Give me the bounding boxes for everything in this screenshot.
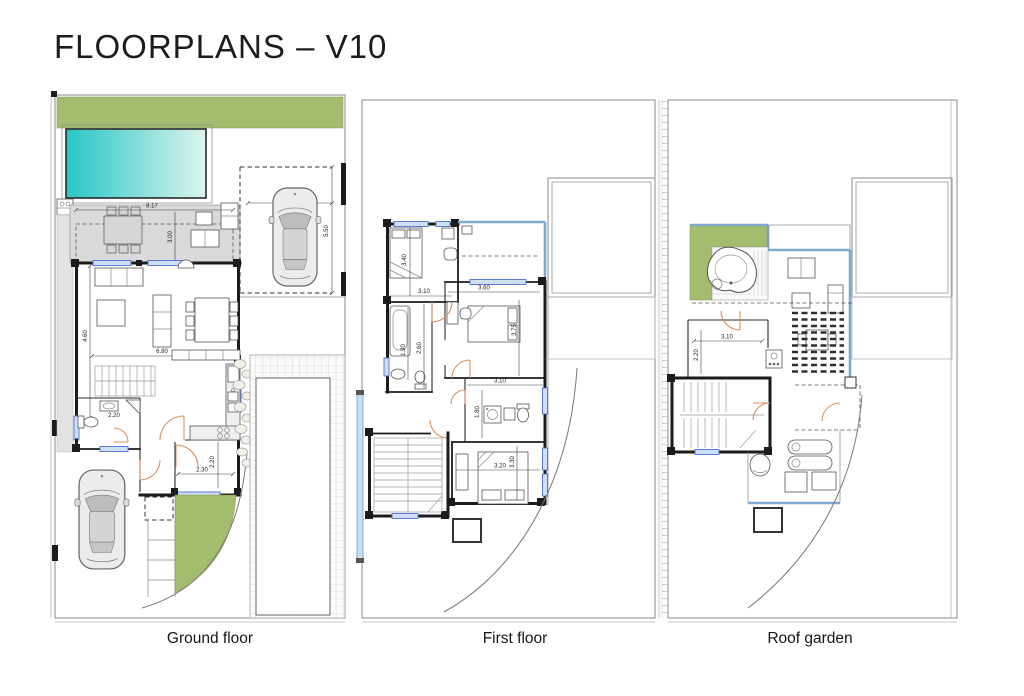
balcony: [444, 220, 549, 505]
car-icon: [74, 469, 130, 570]
dim-label: 3.10: [418, 289, 430, 295]
planter-box: [452, 518, 482, 543]
dim-label: 4.60: [83, 330, 89, 342]
dim-label: 2.30: [196, 468, 208, 474]
toilet-icon: [516, 403, 530, 423]
roof-hall: 3.10 2.20: [687, 310, 783, 378]
dim-label: 2.20: [210, 456, 216, 468]
stone-path: [232, 359, 253, 468]
sink-icon: [503, 407, 516, 421]
chair: [443, 247, 458, 261]
dining-table: [185, 297, 239, 343]
terrace-edge: [690, 223, 852, 383]
bedroom-1: 3.40 3.10: [383, 219, 460, 304]
dim-label: 2.20: [108, 413, 120, 419]
deck-table: [784, 471, 808, 493]
hob-icon: [217, 427, 230, 439]
jacuzzi-icon: [707, 246, 757, 293]
deck-table: [811, 471, 837, 491]
dim-label: 1.80: [475, 406, 481, 418]
staircase: [667, 374, 772, 455]
jacuzzi-deck: [707, 246, 769, 301]
bed-icon: [389, 227, 423, 279]
toilet-icon: [77, 415, 99, 429]
tiled-patio: [240, 296, 346, 619]
dim-label: 2.60: [417, 342, 423, 354]
boundary-glass-screen: [356, 390, 364, 563]
toilet-icon: [414, 370, 427, 390]
sofa: [94, 267, 144, 287]
outdoor-dining-table: [103, 206, 143, 254]
boiler-icon: [765, 349, 783, 369]
dim-label: 2.20: [694, 349, 700, 361]
bathtub-icon: [389, 305, 411, 357]
caption-roof-garden: Roof garden: [767, 630, 853, 647]
dim-label: 3.00: [168, 231, 174, 243]
dim-label: 3.30: [510, 456, 516, 468]
dim-label: 3.75: [512, 324, 518, 336]
wardrobe: [455, 453, 469, 491]
entrance-walkway: [144, 496, 176, 597]
shower-icon: [125, 399, 141, 415]
dim-label: 6.80: [156, 349, 168, 355]
neighbor-roof-void: [547, 177, 656, 360]
landscape-curve: [747, 394, 863, 609]
front-lawn: [174, 494, 237, 594]
dim-label: 5.50: [324, 225, 330, 237]
coffee-table: [96, 299, 126, 327]
dim-label: 3.10: [494, 379, 506, 385]
dim-label: 8.17: [146, 204, 158, 210]
staircase: [94, 365, 156, 397]
bedroom-3: 3.20 3.30: [447, 441, 548, 506]
bed-icon: [477, 451, 529, 505]
chair: [459, 307, 472, 320]
lounge-chair: [827, 284, 844, 314]
landscape-curve: [141, 451, 248, 609]
dim-label: 3.20: [494, 464, 506, 470]
entry-room: 2.20 2.30: [175, 442, 236, 488]
pool: [56, 124, 213, 216]
lounge-deck: [747, 402, 841, 533]
first-floor-plan: 3.40 3.10 3.60: [356, 99, 660, 623]
hallway-doors: [429, 301, 471, 439]
washing-machine-icon: [483, 405, 502, 424]
ac-unit: [461, 225, 473, 235]
roof-lounge-furniture: [787, 257, 844, 314]
caption-first-floor: First floor: [482, 630, 548, 647]
car-icon: [268, 187, 322, 287]
sun-loungers: [787, 439, 833, 471]
nightstand: [441, 227, 455, 240]
guest-wc: 2.20: [77, 399, 141, 443]
landscape-curve: [443, 367, 578, 613]
caption-ground-floor: Ground floor: [166, 630, 254, 647]
roof-garden-plan: 3.10 2.20: [661, 99, 958, 623]
neighbor-roof-void: [851, 177, 953, 360]
bathroom: 1.90 2.60: [383, 300, 433, 394]
dim-label: 3.10: [721, 335, 733, 341]
page-title: FLOORPLANS – V10: [54, 28, 388, 65]
ground-floor-plan: 8.17 3.00: [50, 91, 346, 623]
outdoor-sofa: [787, 257, 816, 279]
boundary-fence: [662, 100, 668, 618]
sink-icon: [390, 368, 406, 380]
side-table: [177, 259, 195, 269]
side-table: [791, 292, 811, 309]
planter-pot: [749, 453, 771, 477]
dim-label: 1.90: [401, 344, 407, 356]
covered-terrace: 8.17 3.00: [69, 202, 241, 264]
fridge-icon: [227, 365, 240, 383]
dim-label: 3.60: [478, 286, 490, 292]
staircase: [365, 428, 450, 519]
planter-box: [753, 507, 783, 533]
bed-icon: [467, 305, 521, 343]
back-lawn: [56, 96, 344, 129]
sink-icon: [99, 400, 119, 412]
parking-space: 4.40 5.50: [239, 163, 346, 296]
dim-label: 3.40: [402, 254, 408, 266]
laundry-wc: 3.10 1.80: [450, 378, 548, 443]
sofa-2: [152, 294, 172, 348]
pergola: [692, 302, 861, 431]
entry-porch: [144, 496, 174, 521]
side-passage: [56, 214, 74, 453]
